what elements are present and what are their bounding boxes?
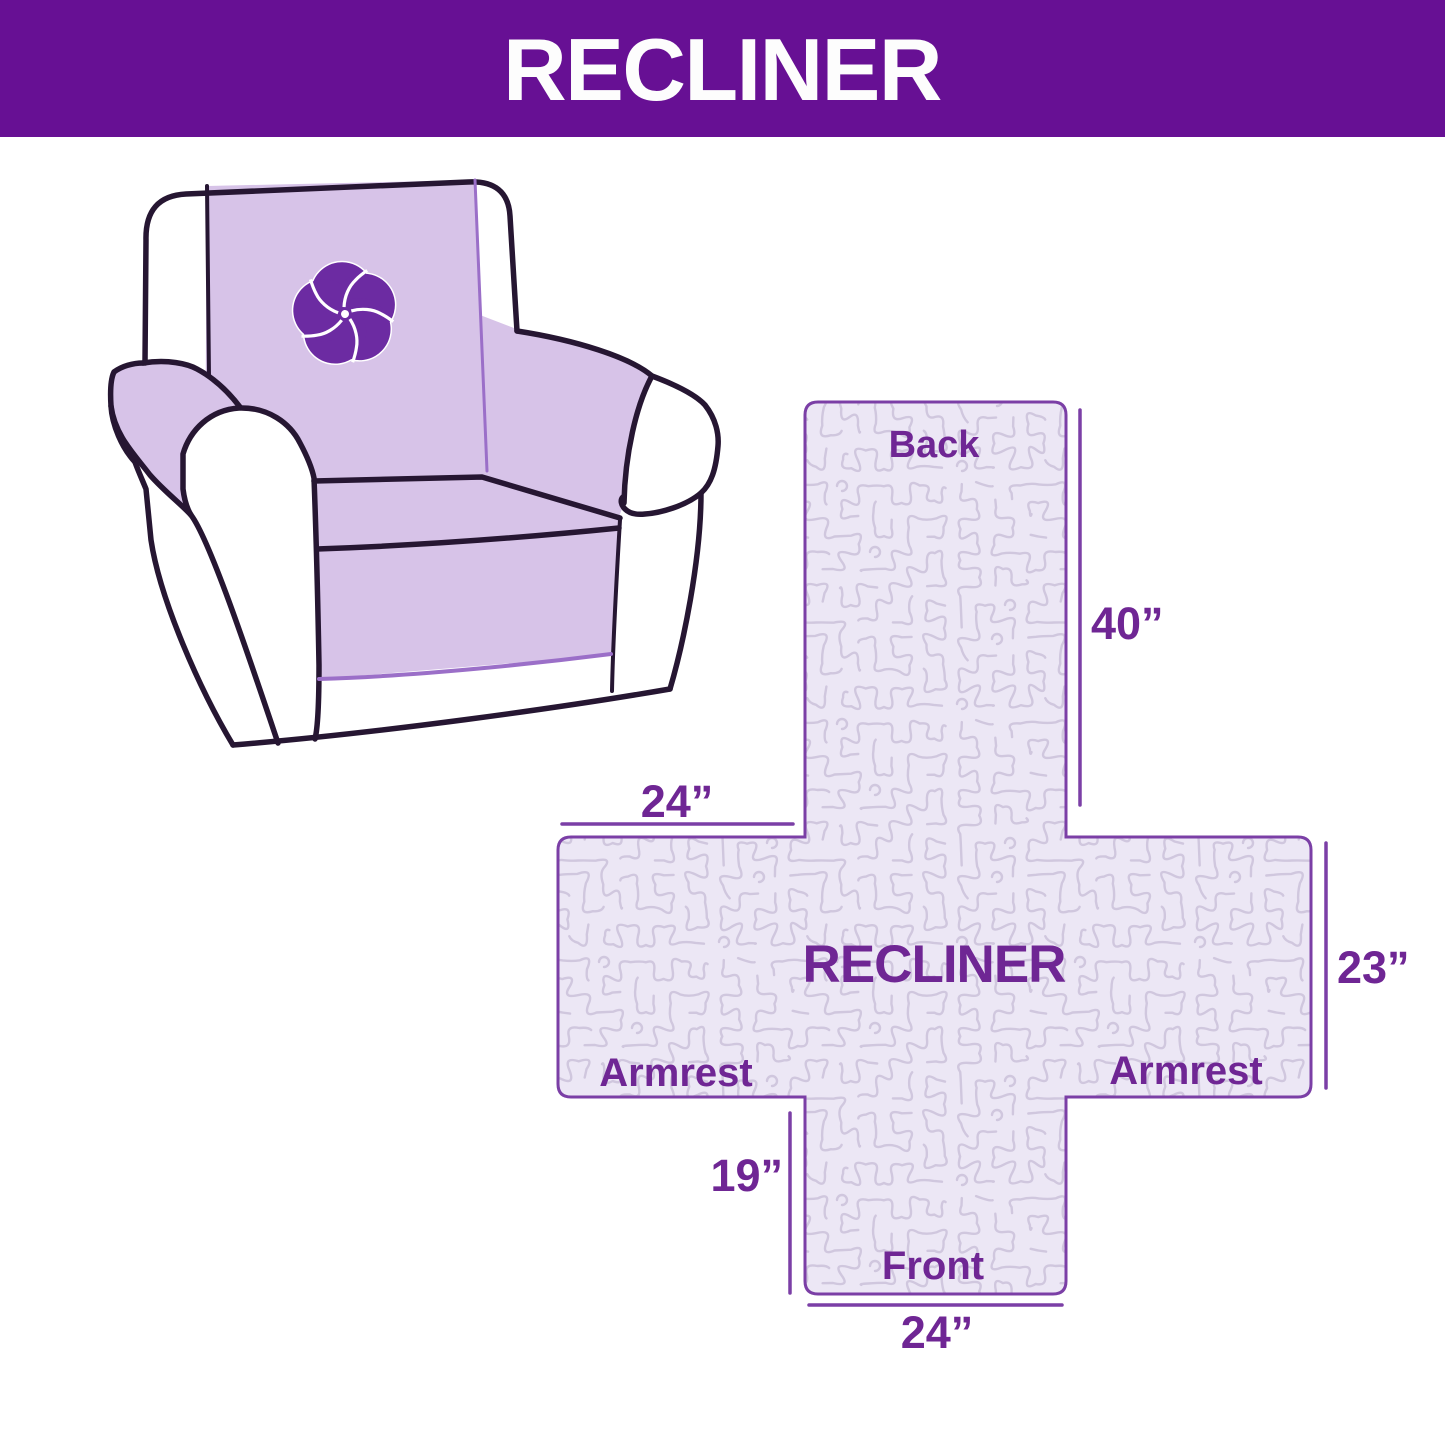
svg-text:24”: 24” <box>901 1307 974 1358</box>
svg-text:Back: Back <box>889 424 981 466</box>
svg-text:24”: 24” <box>641 776 714 827</box>
svg-text:RECLINER: RECLINER <box>803 935 1067 994</box>
svg-text:23”: 23” <box>1337 942 1410 993</box>
svg-text:Armrest: Armrest <box>1109 1049 1262 1093</box>
svg-text:Front: Front <box>882 1244 984 1288</box>
svg-text:19”: 19” <box>710 1150 783 1201</box>
svg-text:RECLINER: RECLINER <box>503 20 941 119</box>
svg-text:Armrest: Armrest <box>599 1051 752 1095</box>
svg-text:40”: 40” <box>1091 598 1164 649</box>
